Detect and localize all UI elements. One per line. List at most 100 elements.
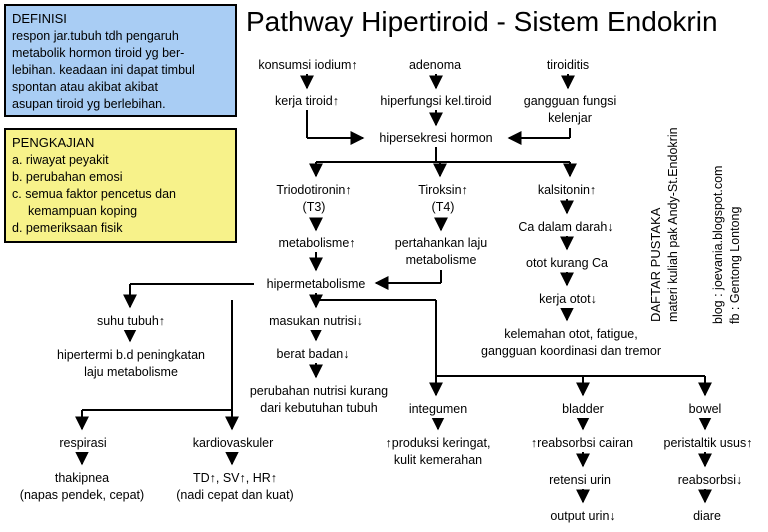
node-kelemahan-line: kelemahan otot, fatigue,: [504, 327, 638, 341]
pengkajian-box: PENGKAJIAN a. riwayat peyakit b. perubah…: [4, 128, 237, 243]
node-integumen-line: integumen: [408, 402, 468, 416]
node-gangguan-line: gangguan fungsi: [523, 94, 617, 108]
node-hipertermi: hipertermi b.d peningkatan laju metabolis…: [54, 347, 208, 381]
node-konsumsi-line: konsumsi iodium↑: [258, 58, 358, 72]
node-meta-line: metabolisme↑: [278, 236, 356, 250]
node-td-line: TD↑, SV↑, HR↑: [192, 471, 278, 485]
node-suhu-line: suhu tubuh↑: [96, 314, 166, 328]
node-hipermeta-line: hipermetabolisme: [266, 277, 366, 291]
pengkajian-item: b. perubahan emosi: [12, 170, 123, 184]
node-kerjaotot-line: kerja otot↓: [539, 292, 597, 306]
node-td-line: (nadi cepat dan kuat): [176, 488, 294, 502]
node-hipertermi-line: laju metabolisme: [84, 365, 178, 379]
node-respirasi: respirasi: [57, 435, 109, 452]
node-output: output urin↓: [548, 508, 618, 525]
node-produksi-line: kulit kemerahan: [393, 453, 483, 467]
node-otot: otot kurang Ca: [524, 255, 610, 272]
node-perubahan-line: dari kebutuhan tubuh: [260, 401, 378, 415]
pengkajian-item: d. pemeriksaan fisik: [12, 221, 123, 235]
node-produksi: ↑produksi keringat, kulit kemerahan: [383, 435, 493, 469]
definisi-line: spontan atau akibat akibat: [12, 80, 158, 94]
node-output-line: output urin↓: [550, 509, 616, 523]
node-bowel-line: bowel: [688, 402, 722, 416]
node-hiperfungsi: hiperfungsi kel.tiroid: [378, 93, 494, 110]
pengkajian-item: kemampuan koping: [28, 204, 138, 218]
node-tiroksin-line: Tiroksin↑: [418, 183, 468, 197]
daftar-pustaka-heading: DAFTAR PUSTAKA: [648, 207, 663, 322]
definisi-line: asupan tiroid yg berlebihan.: [12, 97, 166, 111]
page-title: Pathway Hipertiroid - Sistem Endokrin: [246, 6, 718, 37]
node-thakipnea-line: (napas pendek, cepat): [19, 488, 145, 502]
node-berat: berat badan↓: [274, 346, 352, 363]
node-reabsorbsi2: reabsorbsi↓: [675, 472, 745, 489]
blog-link-text: blog : joevania.blogspot.com: [711, 165, 725, 324]
node-perubahan-line: perubahan nutrisi kurang: [249, 384, 389, 398]
node-perubahan: perubahan nutrisi kurang dari kebutuhan t…: [247, 383, 391, 417]
daftar-pustaka-line: materi kuliah pak Andy-St.Endokrin: [666, 127, 680, 322]
definisi-line: respon jar.tubuh tdh pengaruh: [12, 29, 179, 43]
node-peristaltik: peristaltik usus↑: [661, 435, 755, 452]
node-kerja-line: kerja tiroid↑: [275, 94, 339, 108]
node-berat-line: berat badan↓: [276, 347, 350, 361]
node-hipersekresi: hipersekresi hormon: [377, 130, 495, 147]
node-reabsorbsi-line: ↑reabsorbsi cairan: [530, 436, 634, 450]
node-retensi: retensi urin: [547, 472, 613, 489]
node-kelemahan-line: gangguan koordinasi dan tremor: [481, 344, 661, 358]
node-hipertermi-line: hipertermi b.d peningkatan: [56, 348, 206, 362]
node-hipersekresi-line: hipersekresi hormon: [379, 131, 493, 145]
node-peristaltik-line: peristaltik usus↑: [663, 436, 753, 450]
node-thakipnea-line: thakipnea: [54, 471, 110, 485]
node-ca-line: Ca dalam darah↓: [518, 220, 614, 234]
node-kerja: kerja tiroid↑: [273, 93, 341, 110]
node-thakipnea: thakipnea (napas pendek, cepat): [17, 470, 147, 504]
node-gangguan: gangguan fungsi kelenjar: [521, 93, 619, 127]
node-diare-line: diare: [693, 509, 721, 523]
node-meta: metabolisme↑: [276, 235, 358, 252]
node-adenoma: adenoma: [406, 57, 464, 74]
node-tiroiditis-line: tiroiditis: [546, 58, 590, 72]
node-hiperfungsi-line: hiperfungsi kel.tiroid: [380, 94, 492, 108]
node-produksi-line: ↑produksi keringat,: [385, 436, 491, 450]
node-otot-line: otot kurang Ca: [526, 256, 608, 270]
node-integumen: integumen: [406, 401, 470, 418]
node-adenoma-line: adenoma: [408, 58, 462, 72]
node-kardio: kardiovaskuler: [190, 435, 276, 452]
node-retensi-line: retensi urin: [549, 473, 611, 487]
node-triodo-line: Triodotironin↑: [276, 183, 352, 197]
node-diare: diare: [691, 508, 723, 525]
node-bladder: bladder: [560, 401, 606, 418]
node-gangguan-line: kelenjar: [548, 111, 592, 125]
node-kalsitonin-line: kalsitonin↑: [537, 183, 597, 197]
node-kalsitonin: kalsitonin↑: [535, 182, 599, 199]
node-tiroiditis: tiroiditis: [544, 57, 592, 74]
node-bladder-line: bladder: [562, 402, 604, 416]
pengkajian-heading: PENGKAJIAN: [12, 135, 95, 150]
node-triodo-line: (T3): [302, 200, 326, 214]
definisi-line: metabolik hormon tiroid yg ber-: [12, 46, 185, 60]
definisi-box: DEFINISI respon jar.tubuh tdh pengaruh m…: [4, 4, 237, 117]
pengkajian-item: a. riwayat peyakit: [12, 153, 109, 167]
node-hipermeta: hipermetabolisme: [264, 276, 368, 293]
node-kardio-line: kardiovaskuler: [192, 436, 274, 450]
node-kerjaotot: kerja otot↓: [537, 291, 599, 308]
node-td: TD↑, SV↑, HR↑ (nadi cepat dan kuat): [174, 470, 296, 504]
node-kelemahan: kelemahan otot, fatigue, gangguan koordin…: [479, 326, 663, 360]
node-tiroksin: Tiroksin↑ (T4): [416, 182, 470, 216]
node-bowel: bowel: [686, 401, 724, 418]
node-masukan-line: masukan nutrisi↓: [269, 314, 363, 328]
node-triodo: Triodotironin↑ (T3): [274, 182, 354, 216]
definisi-heading: DEFINISI: [12, 11, 67, 26]
definisi-line: lebihan. keadaan ini dapat timbul: [12, 63, 195, 77]
fb-name-text: fb : Gentong Lontong: [728, 206, 742, 324]
pengkajian-item: c. semua faktor pencetus dan: [12, 187, 176, 201]
node-tiroksin-line: (T4): [431, 200, 455, 214]
node-konsumsi: konsumsi iodium↑: [256, 57, 360, 74]
node-reabsorbsi: ↑reabsorbsi cairan: [528, 435, 636, 452]
node-reabsorbsi2-line: reabsorbsi↓: [677, 473, 743, 487]
node-suhu: suhu tubuh↑: [94, 313, 168, 330]
node-masukan: masukan nutrisi↓: [267, 313, 365, 330]
node-respirasi-line: respirasi: [59, 436, 107, 450]
node-pertahankan-line: metabolisme: [405, 253, 477, 267]
